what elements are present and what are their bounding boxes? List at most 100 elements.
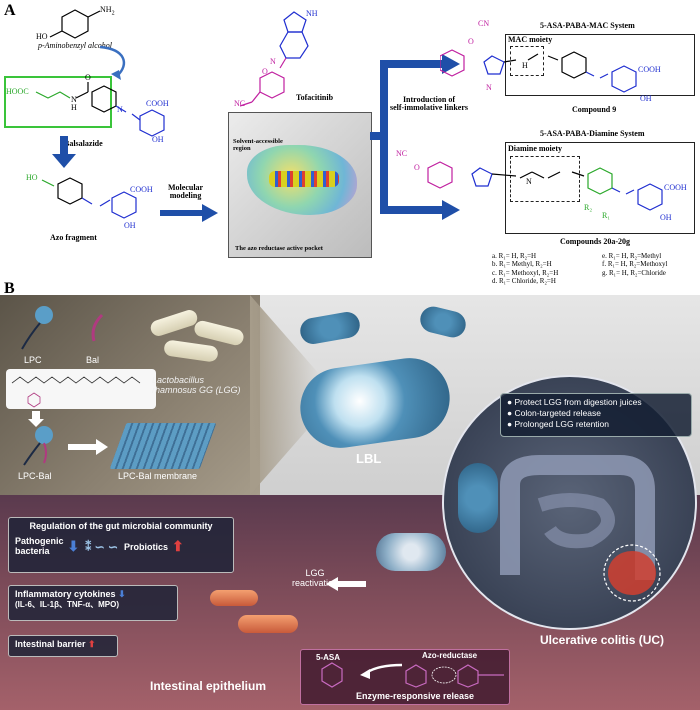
mac-n: N	[486, 83, 492, 92]
compound-9: Compound 9	[572, 105, 617, 114]
curved-arrow-icon	[99, 45, 126, 80]
cytokines-box: Inflammatory cytokines ⬇ (IL-6、IL-1β、TNF…	[8, 585, 178, 621]
lpc-bal-label: LPC-Bal	[18, 471, 52, 481]
right-arrow-icon	[68, 439, 108, 455]
mac-system-title: 5-ASA-PABA-MAC System	[540, 21, 635, 30]
diamine-system-box	[505, 142, 695, 234]
panel-b-label: B	[4, 280, 15, 297]
azo-reductase-label: Azo-reductase	[422, 651, 478, 660]
down-arrow-icon: ⬇	[118, 589, 126, 599]
substituent-item: e. R₁= H, R₂=Methyl	[602, 252, 662, 260]
cytokines-list: (IL-6、IL-1β、TNF-α、MPO)	[15, 599, 120, 609]
enzyme-release-box	[300, 649, 510, 705]
diamine-structure	[427, 161, 663, 211]
mac-system-box	[505, 34, 695, 96]
up-arrow-icon: ⬆	[172, 538, 184, 555]
tofa-o: O	[262, 67, 268, 76]
mac-oh: OH	[640, 94, 652, 103]
mac-moiety: MAC moiety	[508, 35, 553, 44]
bracket-arrow-icon	[370, 54, 460, 220]
asa-structure-icon	[321, 662, 343, 688]
substituent-item: d. R₁= Chloride, R₂=H	[492, 277, 556, 286]
diamine-dashed-box	[510, 156, 580, 202]
enzyme-release-label: Enzyme-responsive release	[356, 691, 475, 701]
benefit-item: ● Prolonged LGG retention	[507, 419, 610, 430]
diamine-cooh: COOH	[664, 183, 687, 192]
azo-fragment-structure	[41, 177, 137, 219]
uc-label: Ulcerative colitis (UC)	[540, 633, 665, 647]
right-arrow-icon	[160, 204, 218, 222]
regulation-title: Regulation of the gut microbial communit…	[29, 521, 213, 531]
lpc-bal-structure-box	[6, 369, 156, 409]
diamine-system-title: 5-ASA-PABA-Diamine System	[540, 129, 645, 138]
bal-molecule-icon	[91, 313, 104, 342]
azo-cooh: COOH	[130, 185, 153, 194]
balsalazide-oh: OH	[152, 135, 164, 144]
left-curved-arrow-icon	[360, 663, 403, 679]
up-arrow-icon: ⬆	[88, 639, 96, 649]
bacteria-icon: ⁑ ∽ ∽	[85, 539, 119, 554]
lpc-bal-membrane-label: LPC-Bal membrane	[118, 471, 198, 481]
pocket-caption: The azo reductase active pocket	[235, 245, 323, 252]
lbl-label: LBL	[356, 451, 382, 466]
tofacitinib-name: Tofacitinib	[296, 93, 334, 102]
epithelium-label: Intestinal epithelium	[150, 679, 267, 693]
balsalazide-o: O	[85, 73, 91, 82]
benefit-item: ● Colon-targeted release	[507, 408, 601, 419]
paba-structure	[49, 9, 101, 39]
balsalazide-structure	[35, 82, 165, 137]
compounds-20: Compounds 20a-20g	[560, 237, 631, 246]
benefit-item: ● Protect LGG from digestion juices	[507, 397, 642, 407]
diamine-r1: R₁	[602, 211, 611, 220]
mac-cn: CN	[478, 19, 490, 28]
substituent-item: f. R₁= H, R₂=Methoxyl	[602, 260, 668, 269]
balsalazide-azo: N	[117, 105, 123, 114]
tofa-n: N	[270, 57, 276, 66]
lpc-bal-membrane	[109, 423, 217, 469]
balsalazide-name: Balsalazide	[64, 139, 103, 148]
substituent-item: a. R₁= H, R₂=H	[492, 252, 537, 260]
down-arrow-icon	[28, 411, 44, 427]
paba-amine: NH2	[100, 5, 115, 17]
regulation-box: Regulation of the gut microbial communit…	[8, 517, 234, 573]
substituent-list-right: e. R₁= H, R₂=Methyl f. R₁= H, R₂=Methoxy…	[602, 252, 667, 277]
azo-fragment-name: Azo fragment	[50, 233, 97, 242]
benefits-box: ● Protect LGG from digestion juices ● Co…	[500, 393, 692, 437]
degrading-lbl	[376, 533, 446, 571]
azo-oh: OH	[124, 221, 136, 230]
paba-name: p-Aminobenzyl alcohol	[38, 41, 112, 50]
mac-o: O	[468, 37, 474, 46]
mac-h: H	[522, 61, 528, 70]
balsalazide-highlight-box	[4, 76, 112, 128]
panel-b-illustration: ● Protect LGG from digestion juices ● Co…	[0, 295, 700, 710]
diamine-o: O	[414, 163, 420, 172]
barrier-label: Intestinal barrier	[15, 639, 86, 649]
reactivated-lgg	[210, 590, 258, 606]
down-arrow-icon: ⬇	[67, 538, 80, 555]
lpc-bal-molecule-icon	[23, 426, 53, 466]
asa-label: 5-ASA	[316, 653, 341, 662]
lbl-capsule-side	[458, 463, 498, 533]
mac-structure	[440, 49, 637, 93]
left-arrow-icon	[326, 577, 366, 591]
reactivated-lgg	[238, 615, 298, 633]
lpc-bal-chem-icon	[11, 376, 141, 408]
lpc-molecule-icon	[21, 306, 53, 350]
azo-ho: HO	[26, 173, 38, 182]
bal-structure-icon	[405, 664, 504, 688]
probiotics-label: Probiotics	[124, 541, 169, 552]
tofa-nh: NH	[306, 9, 318, 18]
diamine-n: N	[526, 177, 532, 186]
mac-cooh: COOH	[638, 65, 661, 74]
down-arrow-icon	[52, 136, 76, 168]
lpc-label: LPC	[24, 355, 42, 365]
diamine-r2: R₂	[584, 203, 593, 212]
